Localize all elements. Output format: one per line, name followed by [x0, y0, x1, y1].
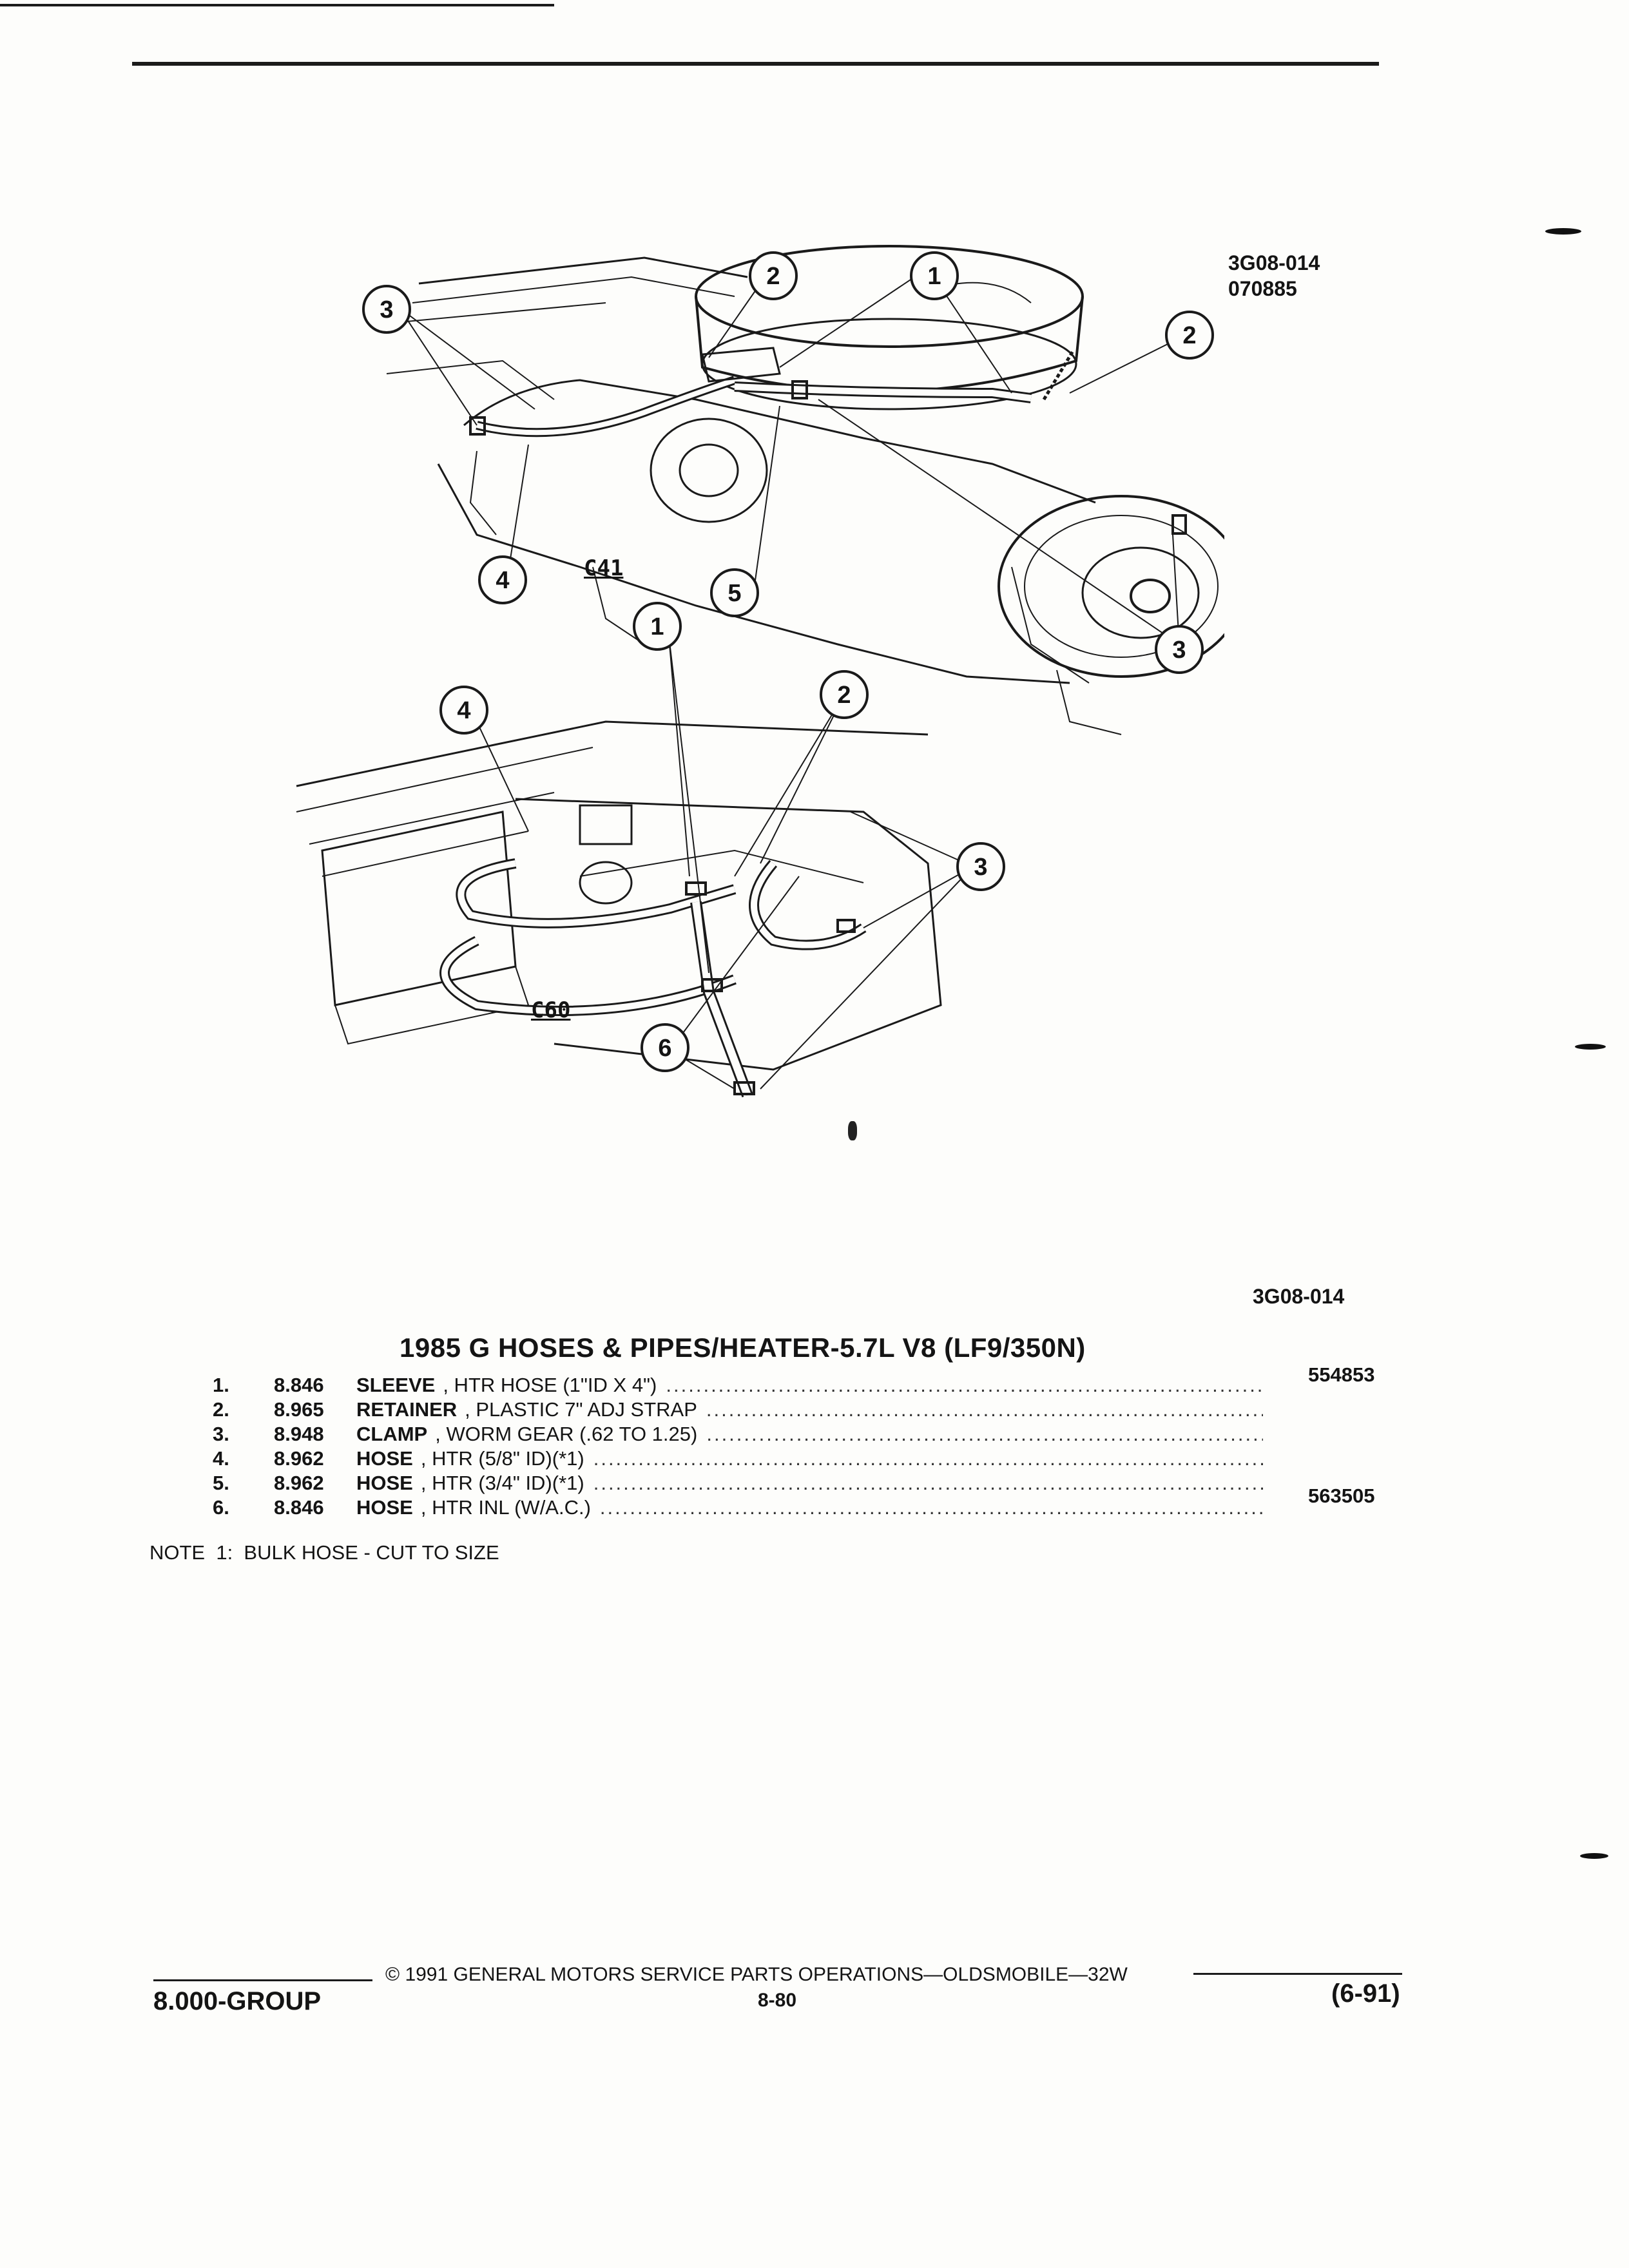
part-number: 6.: [213, 1496, 229, 1519]
figure-code: 3G08-014: [1228, 251, 1320, 274]
callout-1-top: 1: [927, 263, 941, 290]
leader-dots: [600, 1496, 1263, 1519]
part-group-code: 8.846: [274, 1374, 324, 1396]
footer-revision: (6-91): [1331, 1979, 1400, 2008]
footer-page-number: 8-80: [758, 1990, 797, 2011]
part-name: HOSE: [356, 1496, 413, 1519]
part-number: 5.: [213, 1472, 229, 1494]
leader-dots: [706, 1423, 1263, 1446]
part-row: 3. 8.948 CLAMP , WORM GEAR (.62 TO 1.25): [213, 1423, 1263, 1447]
part-group-code: 8.965: [274, 1398, 324, 1421]
model-label-c60: C60: [531, 997, 571, 1023]
callout-3-right: 3: [1172, 637, 1186, 664]
figure-bottom-code: 3G08-014: [1253, 1285, 1345, 1308]
part-name: CLAMP: [356, 1423, 428, 1445]
callout-5-top: 5: [728, 580, 741, 607]
part-number: 3.: [213, 1423, 229, 1445]
footer-copyright: © 1991 GENERAL MOTORS SERVICE PARTS OPER…: [385, 1964, 1128, 1985]
callout-2-top: 2: [766, 263, 780, 290]
part-number: 2.: [213, 1398, 229, 1421]
footer-group: 8.000-GROUP: [153, 1987, 322, 2015]
model-label-c41: C41: [584, 555, 624, 581]
leader-dots: [593, 1472, 1263, 1495]
part-number: 4.: [213, 1447, 229, 1470]
parts-list-title: 1985 G HOSES & PIPES/HEATER-5.7L V8 (LF9…: [400, 1332, 1086, 1363]
part-description: , PLASTIC 7" ADJ STRAP: [465, 1398, 697, 1421]
leader-dots: [666, 1374, 1263, 1397]
part-number: 1.: [213, 1374, 229, 1396]
scan-mark: [1580, 1853, 1608, 1859]
scan-mark: [1575, 1044, 1606, 1050]
part-description: , HTR (5/8" ID)(*1): [420, 1447, 584, 1470]
callout-3-bottom: 3: [974, 854, 987, 881]
part-name: RETAINER: [356, 1398, 458, 1421]
footer-rule-right: [1193, 1973, 1402, 1975]
part-row: 6. 8.846 HOSE , HTR INL (W/A.C.) 563505: [213, 1485, 1374, 1521]
callout-2-right: 2: [1182, 322, 1196, 349]
top-edge-rule: [0, 4, 554, 6]
part-group-code: 8.846: [274, 1496, 324, 1519]
figure-date-code: 070885: [1228, 277, 1297, 300]
part-group-code: 8.962: [274, 1447, 324, 1470]
part-group-code: 8.948: [274, 1423, 324, 1445]
footer-rule-left: [153, 1979, 372, 1981]
part-description: , HTR INL (W/A.C.): [420, 1496, 591, 1519]
heater-hose-illustration: 3 2 1 2 4 5 3 1 2 4 3 6: [296, 245, 1224, 1098]
callout-2-bottom: 2: [837, 682, 851, 709]
part-reference: 563505: [1308, 1485, 1375, 1507]
part-description: , HTR (3/4" ID)(*1): [420, 1472, 584, 1494]
scan-speck: [848, 1121, 857, 1140]
part-name: SLEEVE: [356, 1374, 436, 1396]
callout-6-bottom: 6: [658, 1035, 671, 1062]
part-row: 4. 8.962 HOSE , HTR (5/8" ID)(*1): [213, 1447, 1263, 1472]
part-name: HOSE: [356, 1472, 413, 1494]
callout-3-top: 3: [380, 296, 393, 323]
part-row: 1. 8.846 SLEEVE , HTR HOSE (1"ID X 4") 5…: [213, 1363, 1374, 1398]
header-rule: [132, 62, 1379, 66]
part-row: 5. 8.962 HOSE , HTR (3/4" ID)(*1): [213, 1472, 1263, 1496]
leader-dots: [593, 1447, 1263, 1470]
part-reference: 554853: [1308, 1363, 1375, 1386]
bulk-hose-note: NOTE 1: BULK HOSE - CUT TO SIZE: [149, 1541, 499, 1564]
part-description: , HTR HOSE (1"ID X 4"): [443, 1374, 657, 1396]
callout-1-bottom: 1: [650, 613, 664, 640]
callout-4-top: 4: [496, 567, 509, 594]
scan-mark: [1545, 228, 1581, 235]
part-group-code: 8.962: [274, 1472, 324, 1494]
part-row: 2. 8.965 RETAINER , PLASTIC 7" ADJ STRAP: [213, 1398, 1263, 1423]
callout-4-bottom: 4: [457, 697, 470, 724]
part-description: , WORM GEAR (.62 TO 1.25): [435, 1423, 698, 1445]
part-name: HOSE: [356, 1447, 413, 1470]
leader-dots: [706, 1398, 1263, 1421]
